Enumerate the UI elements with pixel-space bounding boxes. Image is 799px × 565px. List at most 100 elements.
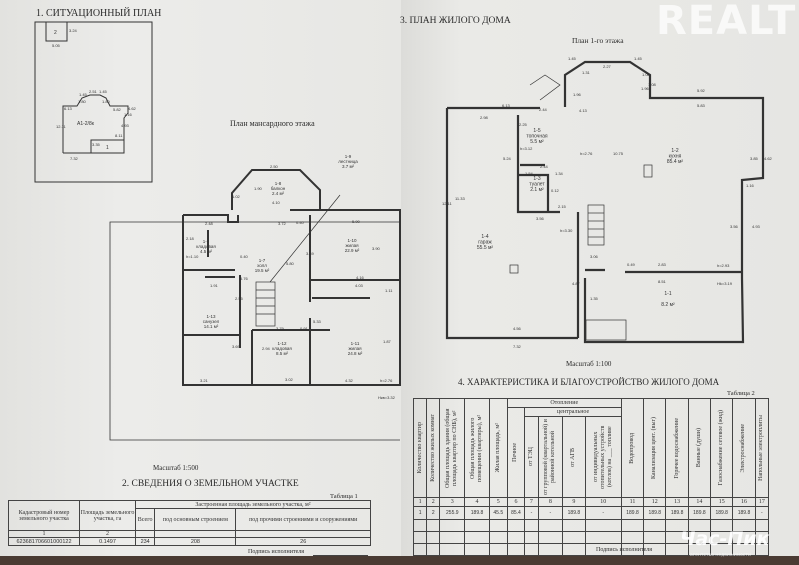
- floor-dim: 3.85: [750, 156, 759, 161]
- site-dim: 7.32: [70, 156, 79, 161]
- floor-dim: 2.25: [519, 122, 528, 127]
- empty-cell: [643, 543, 667, 556]
- section4-title: 4. ХАРАКТЕРИСТИКА И БЛАГОУСТРОЙСТВО ЖИЛО…: [458, 377, 720, 387]
- attic-dim: 1.91: [210, 283, 219, 288]
- col-header: Общая площадь жилого помещения (квартиры…: [464, 398, 490, 498]
- attic-room-name: кладовая: [196, 244, 216, 249]
- floor-dim: 0.49: [627, 262, 636, 267]
- attic-room-name: кладовая: [272, 346, 292, 351]
- floor-dim: 1.08: [642, 72, 651, 77]
- floor-dim: 5.92: [697, 88, 706, 93]
- floor-dim: Hk=3.19: [717, 281, 733, 286]
- empty-cell: [562, 543, 586, 556]
- attic-dim: 0.40: [240, 254, 249, 259]
- floor-dim: 1.31: [582, 70, 591, 75]
- floor-dim: 11.33: [455, 196, 465, 201]
- signature-label-left: Подпись исполнителя: [248, 549, 304, 555]
- room-id: 1-3: [533, 176, 540, 182]
- attic-dim: 2.55: [235, 296, 244, 301]
- attic-plan: [182, 169, 401, 386]
- site-dim: 5.82: [113, 107, 122, 112]
- attic-dim: 3.02: [285, 377, 294, 382]
- attic-room-id: 1-9: [345, 154, 352, 159]
- floor-dim: 4.93: [752, 224, 761, 229]
- floor-dim: 1.96: [641, 86, 650, 91]
- attic-dim: 4.16: [356, 275, 365, 280]
- attic-dim: 2.94: [262, 346, 271, 351]
- outbuilding-2-label: 2: [54, 30, 57, 36]
- floor-dim: 7.32: [513, 344, 522, 349]
- floor-dim: 10.75: [613, 151, 624, 156]
- attic-room-area: 24.8 м²: [348, 351, 363, 356]
- attic-dim: 0.91: [300, 326, 309, 331]
- site-dim: 1.80: [102, 99, 111, 104]
- site-dim: 6.13: [64, 106, 73, 111]
- empty-cell: [620, 543, 645, 556]
- floor-dim: 4.13: [579, 108, 588, 113]
- floor-dim: 5.24: [503, 156, 512, 161]
- site-dim: 1.45: [79, 92, 88, 97]
- attic-plan-title: План мансардного этажа: [230, 119, 315, 128]
- attic-room-area: 4.5 м²: [200, 249, 213, 254]
- floor-dim: 1.45: [634, 56, 643, 61]
- th-total: Всего: [134, 508, 156, 531]
- floor-dim: h=2.93: [717, 263, 730, 268]
- floor-dim: 2.15: [558, 204, 567, 209]
- attic-stairs: [255, 194, 341, 327]
- attic-room-area: 3.7 м²: [342, 164, 355, 169]
- site-dim: 12.11: [56, 124, 66, 129]
- floor-dim: 3.06: [590, 254, 599, 259]
- attic-room-area: 22.9 м²: [345, 248, 360, 253]
- attic-room-name: холл: [257, 263, 267, 268]
- empty-cell: [426, 543, 441, 556]
- outbuilding-1-label: 1: [106, 145, 109, 151]
- attic-dim: 3.90: [372, 246, 381, 251]
- site-dim: 2.51: [89, 89, 98, 94]
- attic-dim: 2.50: [270, 164, 279, 169]
- attic-dim: 1.90: [254, 186, 263, 191]
- attic-dim: 3.72: [278, 221, 287, 226]
- attic-dim: 0.40: [296, 220, 305, 225]
- attic-room-name: жилая: [345, 243, 359, 248]
- section2-title: 2. СВЕДЕНИЯ О ЗЕМЕЛЬНОМ УЧАСТКЕ: [122, 479, 299, 489]
- floor-dim: h=2.76: [580, 151, 593, 156]
- empty-cell: [754, 543, 770, 556]
- attic-room-id: 1-11: [351, 341, 360, 346]
- floor-dim: h=3.12: [520, 146, 533, 151]
- attic-room-name: балкон: [271, 186, 286, 191]
- realt-watermark: REALT: [656, 0, 797, 44]
- room-area: 85.4 м²: [667, 159, 684, 165]
- first-floor-stairs: [509, 74, 653, 341]
- floor-dim: 12.11: [442, 201, 452, 206]
- attic-dim: 3.49: [306, 251, 315, 256]
- attic-room-id: 1-6: [203, 239, 210, 244]
- attic-dim: 5.33: [313, 319, 322, 324]
- room-area: 8.2 м²: [661, 302, 675, 308]
- attic-dim: 1.02: [232, 194, 241, 199]
- attic-dim: 4.32: [345, 378, 354, 383]
- attic-room-name: санузел: [203, 319, 220, 324]
- floor-dim: 8.51: [658, 279, 667, 284]
- th-cadastral: Кадастровый номер земельного участка: [8, 500, 80, 531]
- attic-dim: 2.48: [205, 221, 214, 226]
- attic-dim: h=1.10: [186, 254, 199, 259]
- room-name: туалет: [529, 182, 545, 188]
- room-area: 2.1 м²: [530, 187, 544, 193]
- floor-dim: 6.13: [502, 103, 511, 108]
- room-name: кухня: [669, 154, 682, 160]
- floor-dim: 2.98: [480, 115, 489, 120]
- floor-dim: 3.56: [730, 224, 739, 229]
- room-area: 55.5 м²: [477, 245, 494, 251]
- attic-room-id: 1-8: [275, 181, 282, 186]
- floor-plan-title: План 1-го этажа: [572, 36, 624, 45]
- room-id: 1-5: [533, 128, 540, 134]
- attic-dim: 5.76: [240, 276, 249, 281]
- attic-dim: 3.79: [276, 326, 285, 331]
- plot-outline: [109, 221, 400, 441]
- section1-title: 1. СИТУАЦИОННЫЙ ПЛАН: [36, 8, 162, 19]
- floor-dim: 1.16: [746, 183, 755, 188]
- attic-room-area: 2.4 м²: [272, 191, 285, 196]
- cell-other: 26: [235, 537, 371, 546]
- attic-dim: 1.87: [383, 339, 392, 344]
